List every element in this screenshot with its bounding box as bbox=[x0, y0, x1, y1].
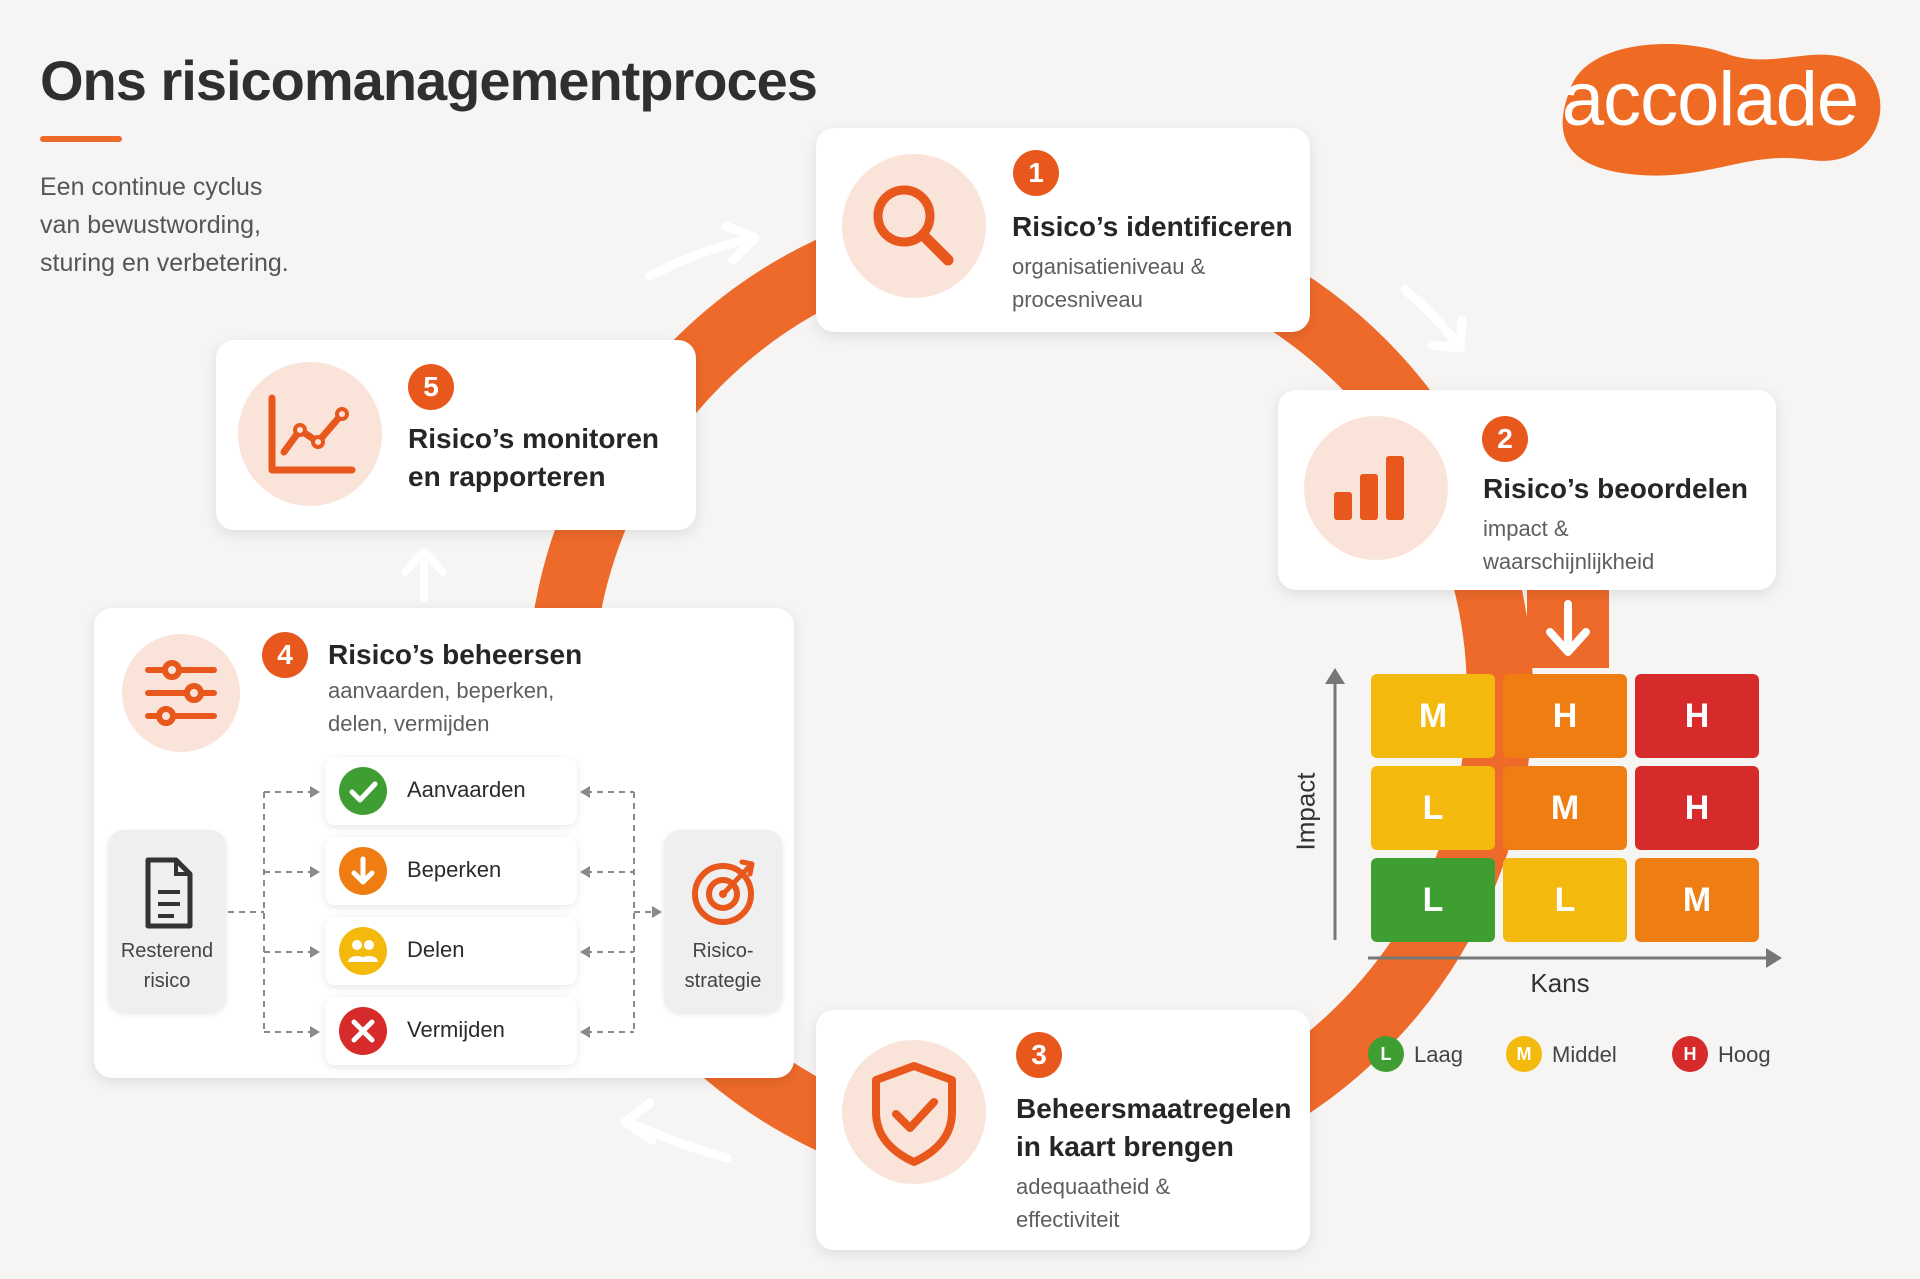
residual-risk-box[interactable]: Resterend risico bbox=[108, 830, 226, 1012]
step-3-title: Beheersmaatregelen in kaart brengen bbox=[1016, 1093, 1292, 1162]
step-3-number: 3 bbox=[1016, 1032, 1062, 1078]
legend-label-low: Laag bbox=[1414, 1042, 1463, 1067]
people-icon bbox=[339, 927, 387, 975]
strategy-connectors bbox=[228, 786, 662, 1038]
matrix-y-label: Impact bbox=[1290, 772, 1321, 851]
matrix-cell-r3-c3: M bbox=[1635, 858, 1759, 942]
matrix-x-label: Kans bbox=[1530, 968, 1590, 998]
matrix-cell-r3-c2: L bbox=[1503, 858, 1627, 942]
step-4-title: Risico’s beheersen bbox=[328, 639, 583, 670]
step-4-icon-circle bbox=[122, 634, 240, 752]
line-chart-icon bbox=[268, 394, 356, 474]
option-beperken[interactable]: Beperken bbox=[325, 837, 577, 905]
check-icon bbox=[339, 767, 387, 815]
step-4-number: 4 bbox=[262, 632, 308, 678]
matrix-cell-r2-c2: M bbox=[1503, 766, 1627, 850]
matrix-cell-r1-c1: M bbox=[1371, 674, 1495, 758]
page-title: Ons risicomanagementproces bbox=[40, 49, 818, 112]
step-5-title: Risico’s monitoren en rapporteren bbox=[408, 423, 660, 492]
step-1-title: Risico’s identificeren bbox=[1012, 211, 1293, 242]
risk-strategy-box[interactable]: Risico- strategie bbox=[664, 830, 782, 1012]
step-1-subtitle: organisatieniveau & procesniveau bbox=[1012, 254, 1206, 312]
step-5-number: 5 bbox=[408, 364, 454, 410]
up-arrow-icon bbox=[401, 548, 447, 602]
sliders-icon bbox=[145, 660, 217, 726]
bar-chart-icon bbox=[1334, 456, 1404, 520]
step-2-card[interactable]: 2 Risico’s beoordelen impact & waarschij… bbox=[1278, 390, 1776, 590]
step-2-icon-circle bbox=[1304, 416, 1448, 560]
step-1-icon-circle bbox=[842, 154, 986, 298]
shield-check-icon bbox=[872, 1062, 956, 1166]
step-2-title: Risico’s beoordelen bbox=[1483, 473, 1749, 504]
matrix-cell-r1-c2: H bbox=[1503, 674, 1627, 758]
arrow-down-icon bbox=[339, 847, 387, 895]
legend-label-medium: Middel bbox=[1552, 1042, 1617, 1067]
matrix-cell-r2-c1: L bbox=[1371, 766, 1495, 850]
risk-strategy-label: Risico- strategie bbox=[684, 940, 762, 992]
step-2-number: 2 bbox=[1482, 416, 1528, 462]
option-label: Vermijden bbox=[407, 1017, 505, 1042]
step-5-icon-circle bbox=[238, 362, 382, 506]
step-3-icon-circle bbox=[842, 1040, 986, 1184]
legend-label-high: Hoog bbox=[1718, 1042, 1771, 1067]
step-5-card[interactable]: 5 Risico’s monitoren en rapporteren bbox=[216, 340, 696, 530]
ring-arrow-right bbox=[1400, 285, 1467, 353]
step-4-subtitle: aanvaarden, beperken, delen, vermijden bbox=[328, 678, 555, 736]
magnifier-icon bbox=[873, 185, 954, 266]
legend-dot-high: H bbox=[1672, 1036, 1708, 1072]
step-3-subtitle: adequaatheid & effectiviteit bbox=[1016, 1174, 1171, 1232]
option-label: Beperken bbox=[407, 857, 502, 882]
residual-risk-label: Resterend risico bbox=[120, 940, 214, 992]
logo-text: accolade bbox=[1561, 57, 1859, 142]
matrix-cell-r1-c3: H bbox=[1635, 674, 1759, 758]
step-1-number: 1 bbox=[1013, 150, 1059, 196]
matrix-cell-r2-c3: H bbox=[1635, 766, 1759, 850]
target-icon bbox=[692, 859, 755, 925]
title-underline bbox=[40, 136, 122, 142]
x-icon bbox=[339, 1007, 387, 1055]
accolade-logo bbox=[1562, 44, 1881, 176]
option-aanvaarden[interactable]: Aanvaarden bbox=[325, 757, 577, 825]
step-2-subtitle: impact & waarschijnlijkheid bbox=[1483, 516, 1655, 574]
option-vermijden[interactable]: Vermijden bbox=[325, 997, 577, 1065]
option-label: Aanvaarden bbox=[407, 777, 526, 802]
ring-arrow-top bbox=[645, 221, 760, 281]
step-1-card[interactable]: 1 Risico’s identificeren organisatienive… bbox=[816, 128, 1310, 332]
down-arrow-icon bbox=[1546, 600, 1590, 656]
legend-dot-medium: M bbox=[1506, 1036, 1542, 1072]
step-3-card[interactable]: 3 Beheersmaatregelen in kaart brengen ad… bbox=[816, 1010, 1310, 1250]
matrix-cell-r3-c1: L bbox=[1371, 858, 1495, 942]
option-delen[interactable]: Delen bbox=[325, 917, 577, 985]
legend-dot-low: L bbox=[1368, 1036, 1404, 1072]
document-icon bbox=[145, 857, 193, 929]
option-label: Delen bbox=[407, 937, 465, 962]
ring-arrow-bottom bbox=[620, 1098, 732, 1163]
intro-text: Een continue cyclus van bewustwording, s… bbox=[40, 173, 289, 277]
